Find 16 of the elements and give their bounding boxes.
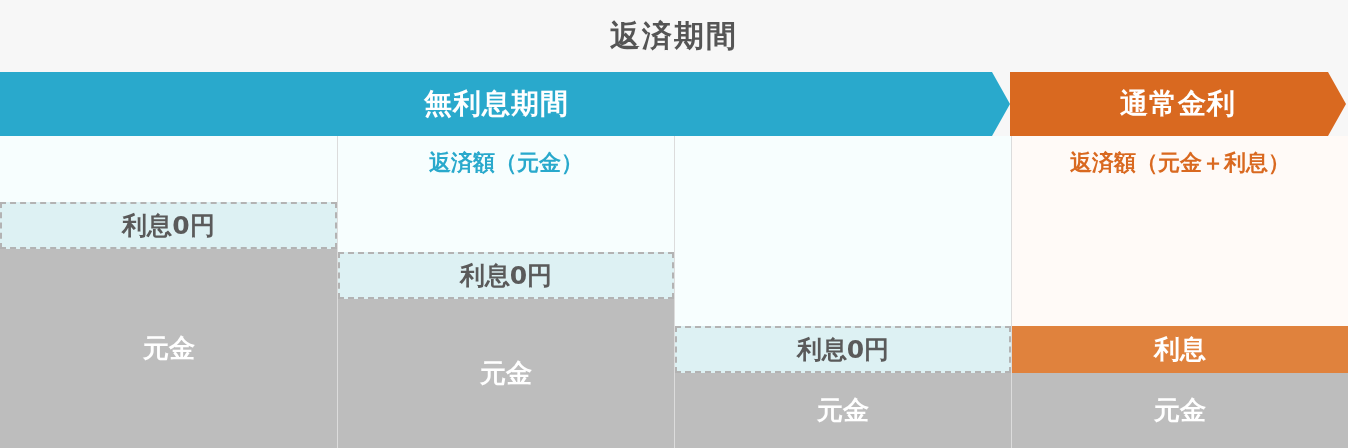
interest-bar: 利息0円 — [338, 252, 674, 299]
repayment-column — [0, 136, 337, 448]
arrow-banner: 通常金利 — [1010, 72, 1346, 136]
principal-bar: 元金 — [675, 373, 1011, 448]
interest-bar: 利息0円 — [0, 202, 337, 249]
repayment-column — [674, 136, 1011, 448]
principal-bar: 元金 — [1012, 373, 1348, 448]
principal-bar: 元金 — [0, 249, 337, 448]
column-heading: 返済額（元金） — [429, 149, 583, 177]
repayment-column — [1011, 136, 1348, 448]
arrow-banner: 無利息期間 — [0, 72, 1010, 136]
interest-bar: 利息 — [1012, 326, 1348, 373]
repayment-column — [337, 136, 674, 448]
principal-bar: 元金 — [338, 299, 674, 448]
interest-bar: 利息0円 — [675, 326, 1011, 373]
column-heading: 返済額（元金＋利息） — [1070, 149, 1290, 177]
